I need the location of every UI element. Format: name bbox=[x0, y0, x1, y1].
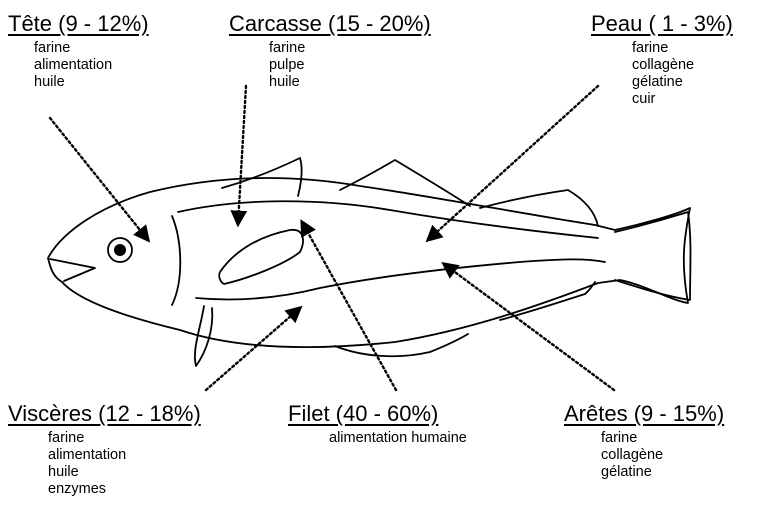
pointer-filet bbox=[302, 222, 396, 390]
use-item: cuir bbox=[632, 91, 733, 108]
label-carcasse: Carcasse (15 - 20%) farine pulpe huile bbox=[229, 12, 431, 91]
label-peau-uses: farine collagène gélatine cuir bbox=[632, 40, 733, 108]
use-item: gélatine bbox=[601, 464, 724, 481]
use-item: pulpe bbox=[269, 57, 431, 74]
use-item: farine bbox=[601, 430, 724, 447]
fish-dorsal-fin-1 bbox=[222, 158, 302, 196]
pointer-peau bbox=[428, 86, 598, 240]
use-item: huile bbox=[34, 74, 149, 91]
fish-lateral-line bbox=[196, 259, 605, 299]
label-filet: Filet (40 - 60%) alimentation humaine bbox=[288, 402, 467, 447]
label-tete-uses: farine alimentation huile bbox=[34, 40, 149, 91]
label-visceres-title: Viscères (12 - 18%) bbox=[8, 402, 201, 426]
use-item: alimentation bbox=[34, 57, 149, 74]
use-item: alimentation bbox=[48, 447, 201, 464]
label-carcasse-uses: farine pulpe huile bbox=[269, 40, 431, 91]
label-peau: Peau ( 1 - 3%) farine collagène gélatine… bbox=[591, 12, 733, 108]
use-item: collagène bbox=[632, 57, 733, 74]
use-item: enzymes bbox=[48, 481, 201, 498]
label-visceres: Viscères (12 - 18%) farine alimentation … bbox=[8, 402, 201, 498]
fish-pupil bbox=[114, 244, 126, 256]
use-item: farine bbox=[34, 40, 149, 57]
label-aretes: Arêtes (9 - 15%) farine collagène gélati… bbox=[564, 402, 724, 481]
fish-dorsal-fin-2 bbox=[340, 160, 470, 206]
label-peau-title: Peau ( 1 - 3%) bbox=[591, 12, 733, 36]
use-item: alimentation humaine bbox=[329, 430, 467, 447]
pointer-tete bbox=[50, 118, 148, 240]
fish-gill-line bbox=[172, 216, 180, 305]
pointer-aretes bbox=[444, 264, 614, 390]
label-tete-title: Tête (9 - 12%) bbox=[8, 12, 149, 36]
fish-body-outline bbox=[48, 178, 690, 347]
fish-operculum-line bbox=[178, 201, 598, 238]
use-item: huile bbox=[48, 464, 201, 481]
label-aretes-title: Arêtes (9 - 15%) bbox=[564, 402, 724, 426]
use-item: collagène bbox=[601, 447, 724, 464]
fish-caudal-fin bbox=[615, 212, 691, 300]
use-item: huile bbox=[269, 74, 431, 91]
use-item: gélatine bbox=[632, 74, 733, 91]
use-item: farine bbox=[48, 430, 201, 447]
label-filet-title: Filet (40 - 60%) bbox=[288, 402, 467, 426]
label-visceres-uses: farine alimentation huile enzymes bbox=[48, 430, 201, 498]
pointer-visceres bbox=[206, 308, 300, 390]
label-tete: Tête (9 - 12%) farine alimentation huile bbox=[8, 12, 149, 91]
use-item: farine bbox=[269, 40, 431, 57]
label-filet-uses: alimentation humaine bbox=[329, 430, 467, 447]
use-item: farine bbox=[632, 40, 733, 57]
label-aretes-uses: farine collagène gélatine bbox=[601, 430, 724, 481]
label-carcasse-title: Carcasse (15 - 20%) bbox=[229, 12, 431, 36]
fish-pectoral-fin bbox=[219, 230, 303, 284]
